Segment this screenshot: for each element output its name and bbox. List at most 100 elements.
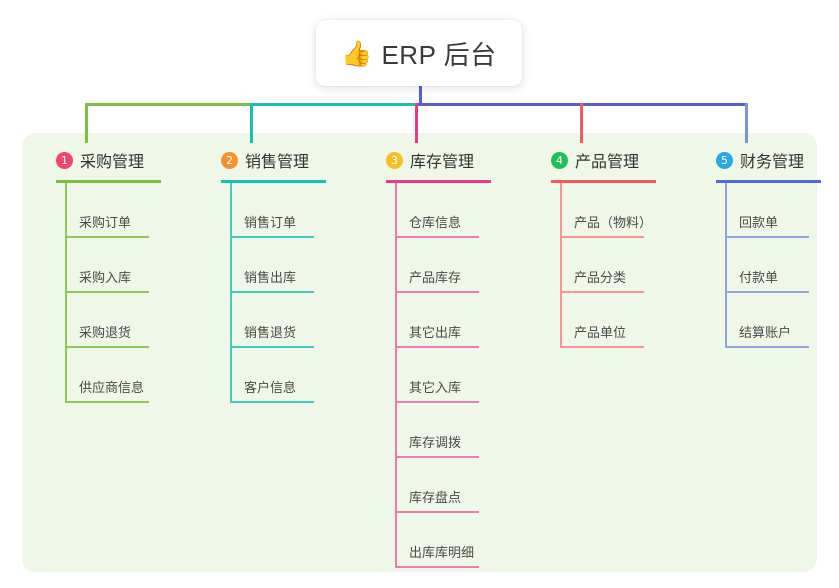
- leaf-spine: [560, 183, 562, 238]
- diagram-panel: [22, 133, 817, 572]
- leaf-label: 付款单: [739, 270, 779, 285]
- bus-drop-2: [250, 103, 253, 143]
- leaf-list: 回款单付款单结算账户: [725, 183, 839, 348]
- branch-column-3: 3 库存管理仓库信息产品库存其它出库其它入库库存调拨库存盘点出库库明细: [372, 148, 532, 568]
- leaf-item[interactable]: 产品（物料）: [560, 183, 690, 238]
- root-title: ERP 后台: [381, 39, 497, 70]
- leaf-underline: [65, 236, 149, 238]
- leaf-spine: [395, 458, 397, 513]
- leaf-label: 产品分类: [574, 270, 627, 285]
- leaf-spine: [395, 348, 397, 403]
- branch-title: 销售管理: [245, 154, 310, 171]
- leaf-underline: [65, 401, 149, 403]
- leaf-item[interactable]: 其它入库: [395, 348, 525, 403]
- branch-title: 库存管理: [410, 154, 475, 171]
- leaf-item[interactable]: 销售订单: [230, 183, 360, 238]
- leaf-spine: [725, 293, 727, 348]
- branch-title: 产品管理: [575, 154, 640, 171]
- leaf-underline: [65, 346, 149, 348]
- branch-underline: [551, 180, 656, 183]
- leaf-spine: [230, 293, 232, 348]
- leaf-item[interactable]: 库存调拨: [395, 403, 525, 458]
- leaf-label: 销售订单: [244, 215, 297, 230]
- leaf-underline: [395, 456, 479, 458]
- leaf-spine: [230, 238, 232, 293]
- branch-underline: [221, 180, 326, 183]
- leaf-spine: [395, 183, 397, 238]
- leaf-underline: [230, 236, 314, 238]
- leaf-underline: [395, 566, 479, 568]
- leaf-item[interactable]: 客户信息: [230, 348, 360, 403]
- branch-index-badge: 3: [386, 151, 403, 169]
- leaf-spine: [395, 513, 397, 568]
- leaf-item[interactable]: 产品分类: [560, 238, 690, 293]
- leaf-label: 其它出库: [409, 325, 462, 340]
- leaf-item[interactable]: 采购退货: [65, 293, 195, 348]
- leaf-label: 客户信息: [244, 380, 297, 395]
- leaf-label: 仓库信息: [409, 215, 462, 230]
- leaf-item[interactable]: 采购入库: [65, 238, 195, 293]
- branch-underline: [56, 180, 161, 183]
- leaf-spine: [65, 183, 67, 238]
- leaf-item[interactable]: 其它出库: [395, 293, 525, 348]
- leaf-label: 出库库明细: [409, 545, 475, 560]
- leaf-label: 销售出库: [244, 270, 297, 285]
- leaf-spine: [65, 348, 67, 403]
- bus-drop-4: [580, 103, 583, 143]
- branch-underline: [386, 180, 491, 183]
- leaf-list: 产品（物料） 产品分类产品单位: [560, 183, 690, 348]
- leaf-spine: [395, 293, 397, 348]
- leaf-underline: [560, 236, 644, 238]
- leaf-spine: [725, 183, 727, 238]
- leaf-underline: [395, 236, 479, 238]
- branch-header-3[interactable]: 3 库存管理: [372, 148, 532, 172]
- leaf-item[interactable]: 库存盘点: [395, 458, 525, 513]
- leaf-label: 其它入库: [409, 380, 462, 395]
- leaf-list: 仓库信息产品库存其它出库其它入库库存调拨库存盘点出库库明细: [395, 183, 525, 568]
- leaf-underline: [560, 291, 644, 293]
- leaf-item[interactable]: 付款单: [725, 238, 839, 293]
- leaf-underline: [230, 401, 314, 403]
- leaf-spine: [395, 403, 397, 458]
- bus-segment-2: [250, 103, 415, 106]
- leaf-underline: [395, 511, 479, 513]
- root-stem: [419, 86, 422, 106]
- leaf-underline: [560, 346, 644, 348]
- branch-index-badge: 1: [56, 151, 73, 169]
- leaf-item[interactable]: 销售退货: [230, 293, 360, 348]
- leaf-underline: [725, 291, 809, 293]
- leaf-item[interactable]: 仓库信息: [395, 183, 525, 238]
- leaf-item[interactable]: 回款单: [725, 183, 839, 238]
- leaf-item[interactable]: 采购订单: [65, 183, 195, 238]
- leaf-item[interactable]: 产品单位: [560, 293, 690, 348]
- leaf-underline: [65, 291, 149, 293]
- leaf-label: 结算账户: [739, 325, 792, 340]
- leaf-label: 采购订单: [79, 215, 132, 230]
- bus-drop-3: [415, 103, 418, 143]
- leaf-label: 产品单位: [574, 325, 627, 340]
- leaf-label: 库存盘点: [409, 490, 462, 505]
- root-node[interactable]: 👍 ERP 后台: [316, 20, 522, 86]
- branch-index-badge: 2: [221, 151, 238, 169]
- leaf-item[interactable]: 销售出库: [230, 238, 360, 293]
- branch-header-2[interactable]: 2 销售管理: [207, 148, 367, 172]
- bus-drop-5: [745, 103, 748, 143]
- leaf-list: 销售订单销售出库销售退货客户信息: [230, 183, 360, 403]
- leaf-spine: [560, 238, 562, 293]
- leaf-item[interactable]: 出库库明细: [395, 513, 525, 568]
- leaf-spine: [395, 238, 397, 293]
- bus-drop-1: [85, 103, 88, 143]
- branch-index-badge: 5: [716, 151, 733, 169]
- leaf-label: 销售退货: [244, 325, 297, 340]
- leaf-item[interactable]: 结算账户: [725, 293, 839, 348]
- leaf-item[interactable]: 产品库存: [395, 238, 525, 293]
- leaf-item[interactable]: 供应商信息: [65, 348, 195, 403]
- branch-column-2: 2 销售管理销售订单销售出库销售退货客户信息: [207, 148, 367, 403]
- leaf-underline: [395, 291, 479, 293]
- leaf-label: 采购入库: [79, 270, 132, 285]
